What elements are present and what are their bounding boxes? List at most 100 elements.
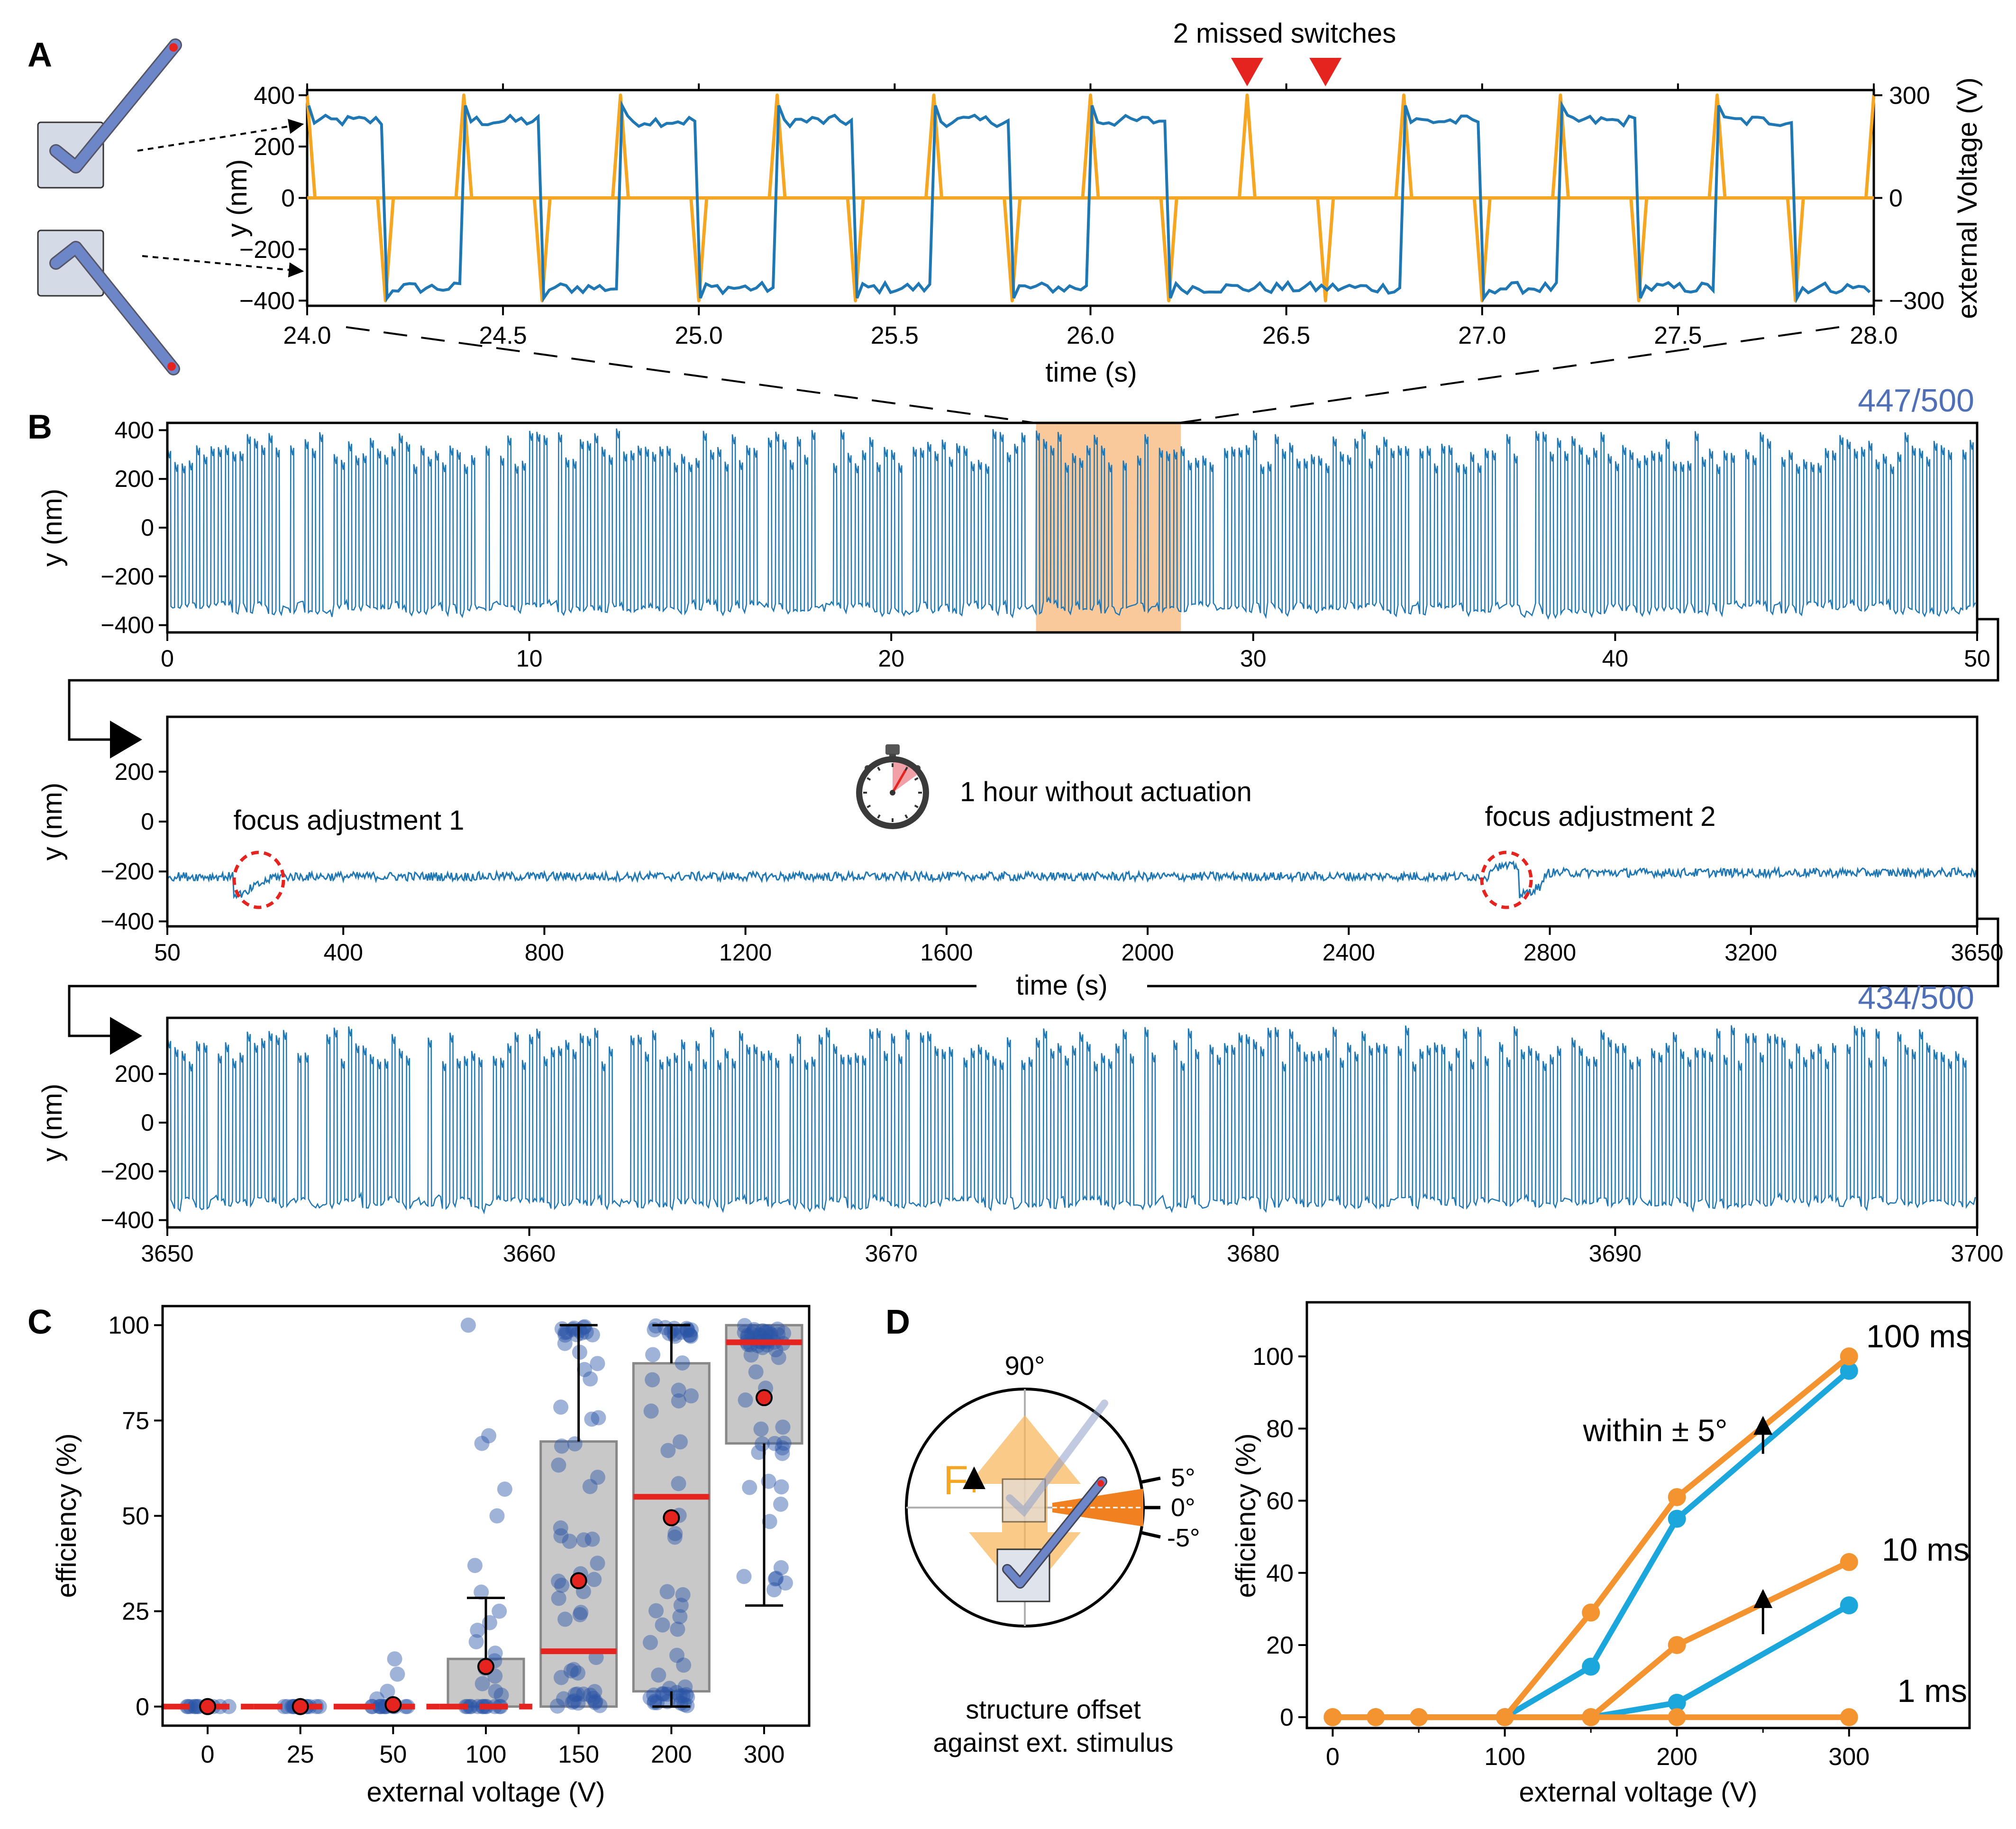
efficiency-dot	[586, 1572, 602, 1587]
mean-marker	[570, 1572, 587, 1590]
y-tick-label: −400	[100, 612, 154, 639]
efficiency-dot	[554, 1578, 570, 1593]
x-tick-label: 200	[651, 1741, 692, 1768]
x-tick-label: 20	[878, 645, 904, 672]
efficiency-dot	[280, 1699, 295, 1714]
efficiency-dot	[677, 1679, 693, 1695]
x-tick-label: 28.0	[1850, 322, 1897, 349]
y-tick-label: 75	[122, 1407, 149, 1435]
efficiency-point	[1840, 1553, 1858, 1571]
efficiency-dot	[557, 1611, 573, 1627]
efficiency-point	[1582, 1657, 1600, 1676]
stopwatch-tick	[877, 767, 881, 771]
efficiency-dot	[672, 1434, 688, 1450]
efficiency-point	[1840, 1708, 1858, 1727]
panel-b2-xlabel: time (s)	[1016, 970, 1107, 1001]
y-tick-label: −400	[100, 908, 154, 934]
efficiency-point	[1367, 1708, 1385, 1727]
efficiency-dot	[675, 1355, 690, 1371]
y-tick-label: 200	[115, 1061, 154, 1087]
efficiency-point	[1668, 1509, 1686, 1528]
efficiency-dot	[676, 1697, 692, 1712]
y-tick-label: −200	[100, 1158, 154, 1185]
series-label-1ms: 1 ms	[1897, 1673, 1967, 1709]
x-tick-label: 3690	[1589, 1240, 1642, 1267]
force-label: F	[943, 1458, 968, 1503]
efficiency-dot	[676, 1657, 692, 1673]
mean-marker	[663, 1509, 680, 1527]
x-tick-label: 0	[1326, 1743, 1340, 1771]
efficiency-dot	[590, 1470, 605, 1485]
panel-a-xlabel: time (s)	[1045, 357, 1137, 388]
efficiency-dot	[753, 1421, 769, 1437]
efficiency-dot	[551, 1457, 566, 1473]
x-tick-label: 2400	[1323, 939, 1375, 966]
x-tick-label: 300	[744, 1741, 785, 1768]
stopwatch-tick	[914, 805, 919, 808]
efficiency-dot	[667, 1529, 683, 1545]
efficiency-dot	[467, 1558, 483, 1573]
efficiency-dot	[587, 1695, 603, 1710]
focus-adjustment-2-marker	[1480, 850, 1533, 909]
efficiency-dot	[488, 1683, 503, 1699]
panel-a-y2label: external Voltage (V)	[1952, 77, 1983, 319]
efficiency-dot	[682, 1327, 698, 1343]
efficiency-dot	[776, 1436, 792, 1451]
x-tick-label: 1200	[719, 939, 772, 966]
efficiency-dot	[667, 1328, 683, 1344]
x-tick-label: 150	[558, 1741, 599, 1768]
mean-marker	[292, 1698, 309, 1715]
y-tick-label: −200	[239, 236, 295, 264]
mean-marker	[477, 1658, 494, 1675]
stopwatch-tick	[904, 814, 908, 819]
efficiency-dot	[775, 1419, 791, 1435]
efficiency-dot	[671, 1476, 686, 1491]
y2-tick-label: 300	[1889, 82, 1930, 110]
efficiency-dot	[770, 1327, 786, 1343]
efficiency-dot	[767, 1571, 783, 1587]
y-tick-label: 100	[1252, 1343, 1294, 1371]
efficiency-dot	[680, 1689, 695, 1705]
efficiency-dot	[187, 1699, 203, 1714]
efficiency-dot	[682, 1327, 698, 1343]
efficiency-dot	[648, 1603, 664, 1619]
efficiency-dot	[585, 1691, 601, 1706]
efficiency-dot	[557, 1335, 573, 1351]
efficiency-dot	[576, 1320, 592, 1335]
efficiency-dot	[462, 1699, 478, 1714]
efficiency-dot	[768, 1342, 784, 1358]
x-tick-label: 2000	[1121, 939, 1174, 966]
missed-switch-marker	[1231, 58, 1263, 86]
efficiency-dot	[656, 1686, 671, 1702]
efficiency-dot	[569, 1327, 584, 1343]
panel-a-ylabel: y (nm)	[222, 159, 253, 237]
efficiency-dot	[497, 1481, 512, 1497]
efficiency-dot	[572, 1607, 588, 1622]
angle-90-label: 90°	[1005, 1351, 1045, 1381]
efficiency-dot	[487, 1646, 503, 1661]
y-tick-label: 0	[141, 808, 154, 835]
efficiency-dot	[556, 1691, 571, 1707]
x-tick-label: 400	[323, 939, 363, 966]
efficiency-dot	[573, 1605, 589, 1620]
efficiency-dot	[662, 1681, 677, 1696]
efficiency-dot	[673, 1598, 689, 1613]
efficiency-dot	[565, 1694, 580, 1710]
efficiency-dot	[642, 1635, 658, 1650]
efficiency-dot	[757, 1325, 773, 1340]
efficiency-dot	[773, 1496, 789, 1512]
panel-d-xlabel: external voltage (V)	[1519, 1777, 1758, 1808]
series-label-100ms: 100 ms	[1866, 1318, 1972, 1354]
efficiency-dot	[460, 1317, 476, 1333]
efficiency-dot	[645, 1372, 660, 1388]
structure-tip	[1097, 1480, 1104, 1487]
efficiency-point	[1582, 1603, 1600, 1622]
efficiency-dot	[657, 1320, 673, 1335]
x-tick-label: 24.5	[479, 322, 527, 349]
panel-b2-trace	[166, 860, 1978, 899]
minus-five-tick	[1139, 1530, 1161, 1539]
